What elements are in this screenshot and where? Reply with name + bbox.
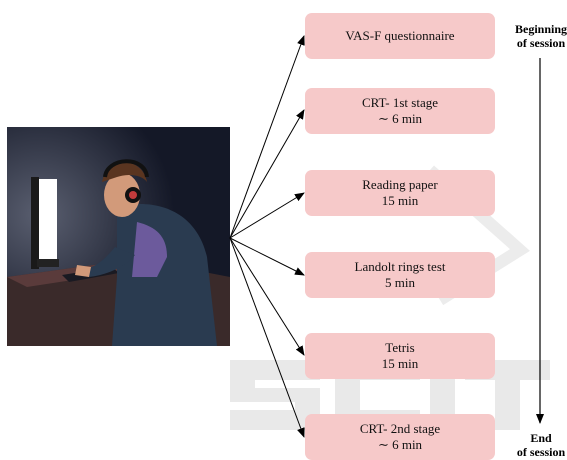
person-at-computer-illustration xyxy=(7,127,230,346)
session-end-label: End of session xyxy=(506,431,567,459)
session-start-line1: Beginning xyxy=(514,22,567,36)
step-duration: 15 min xyxy=(381,193,419,208)
step-vasf-questionnaire: VAS-F questionnaire xyxy=(305,13,495,59)
arrow-to-step-4 xyxy=(229,237,305,276)
step-label: Reading paper xyxy=(362,177,438,192)
step-label: CRT- 2nd stage xyxy=(359,421,441,436)
step-duration: 15 min xyxy=(381,356,419,371)
step-duration: 5 min xyxy=(385,275,415,290)
arrow-to-step-1 xyxy=(229,35,305,239)
session-end-line1: End xyxy=(530,431,552,445)
step-label: Landolt rings test xyxy=(354,259,446,274)
session-start-line2: of session xyxy=(516,36,566,50)
arrow-to-step-6 xyxy=(229,237,305,438)
step-tetris: Tetris 15 min xyxy=(305,333,495,379)
session-end-line2: of session xyxy=(516,445,566,459)
session-start-label: Beginning of session xyxy=(506,22,567,50)
arrow-to-step-5 xyxy=(229,237,305,356)
step-duration: ∼ 6 min xyxy=(377,437,423,452)
step-crt-2nd-stage: CRT- 2nd stage ∼ 6 min xyxy=(305,414,495,460)
arrow-to-step-3 xyxy=(229,192,305,239)
step-label: Tetris xyxy=(385,340,415,355)
step-label: VAS-F questionnaire xyxy=(345,28,455,43)
step-landolt-rings-test: Landolt rings test 5 min xyxy=(305,252,495,298)
step-reading-paper: Reading paper 15 min xyxy=(305,170,495,216)
arrow-to-step-2 xyxy=(229,109,305,239)
step-crt-1st-stage: CRT- 1st stage ∼ 6 min xyxy=(305,88,495,134)
step-label: CRT- 1st stage xyxy=(361,95,439,110)
step-duration: ∼ 6 min xyxy=(377,111,423,126)
